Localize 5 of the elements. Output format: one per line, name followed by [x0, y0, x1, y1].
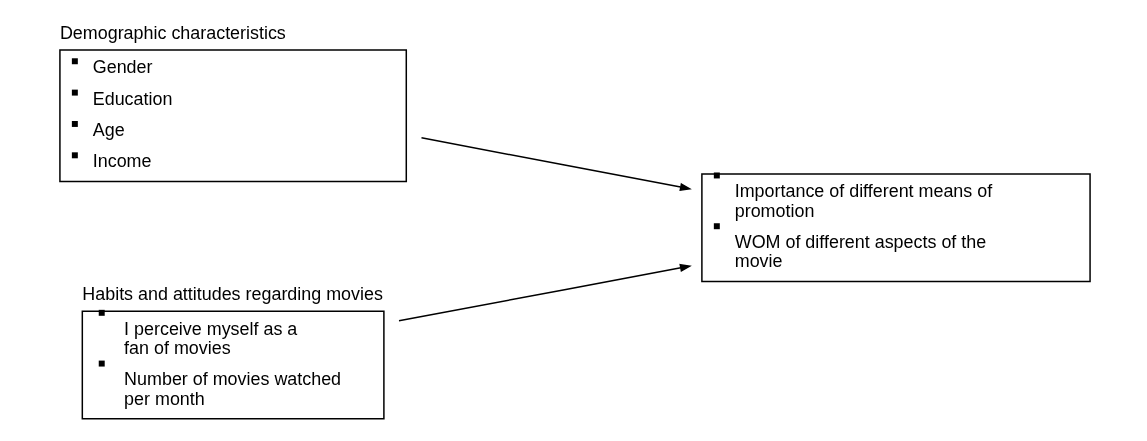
arrow: [398, 263, 692, 321]
arrow: [420, 136, 692, 191]
node-label: Habits and attitudes regarding movies: [82, 283, 383, 304]
node-label: Demographic characteristics: [59, 22, 286, 43]
node-box: Gender Education Age Income: [59, 48, 408, 182]
